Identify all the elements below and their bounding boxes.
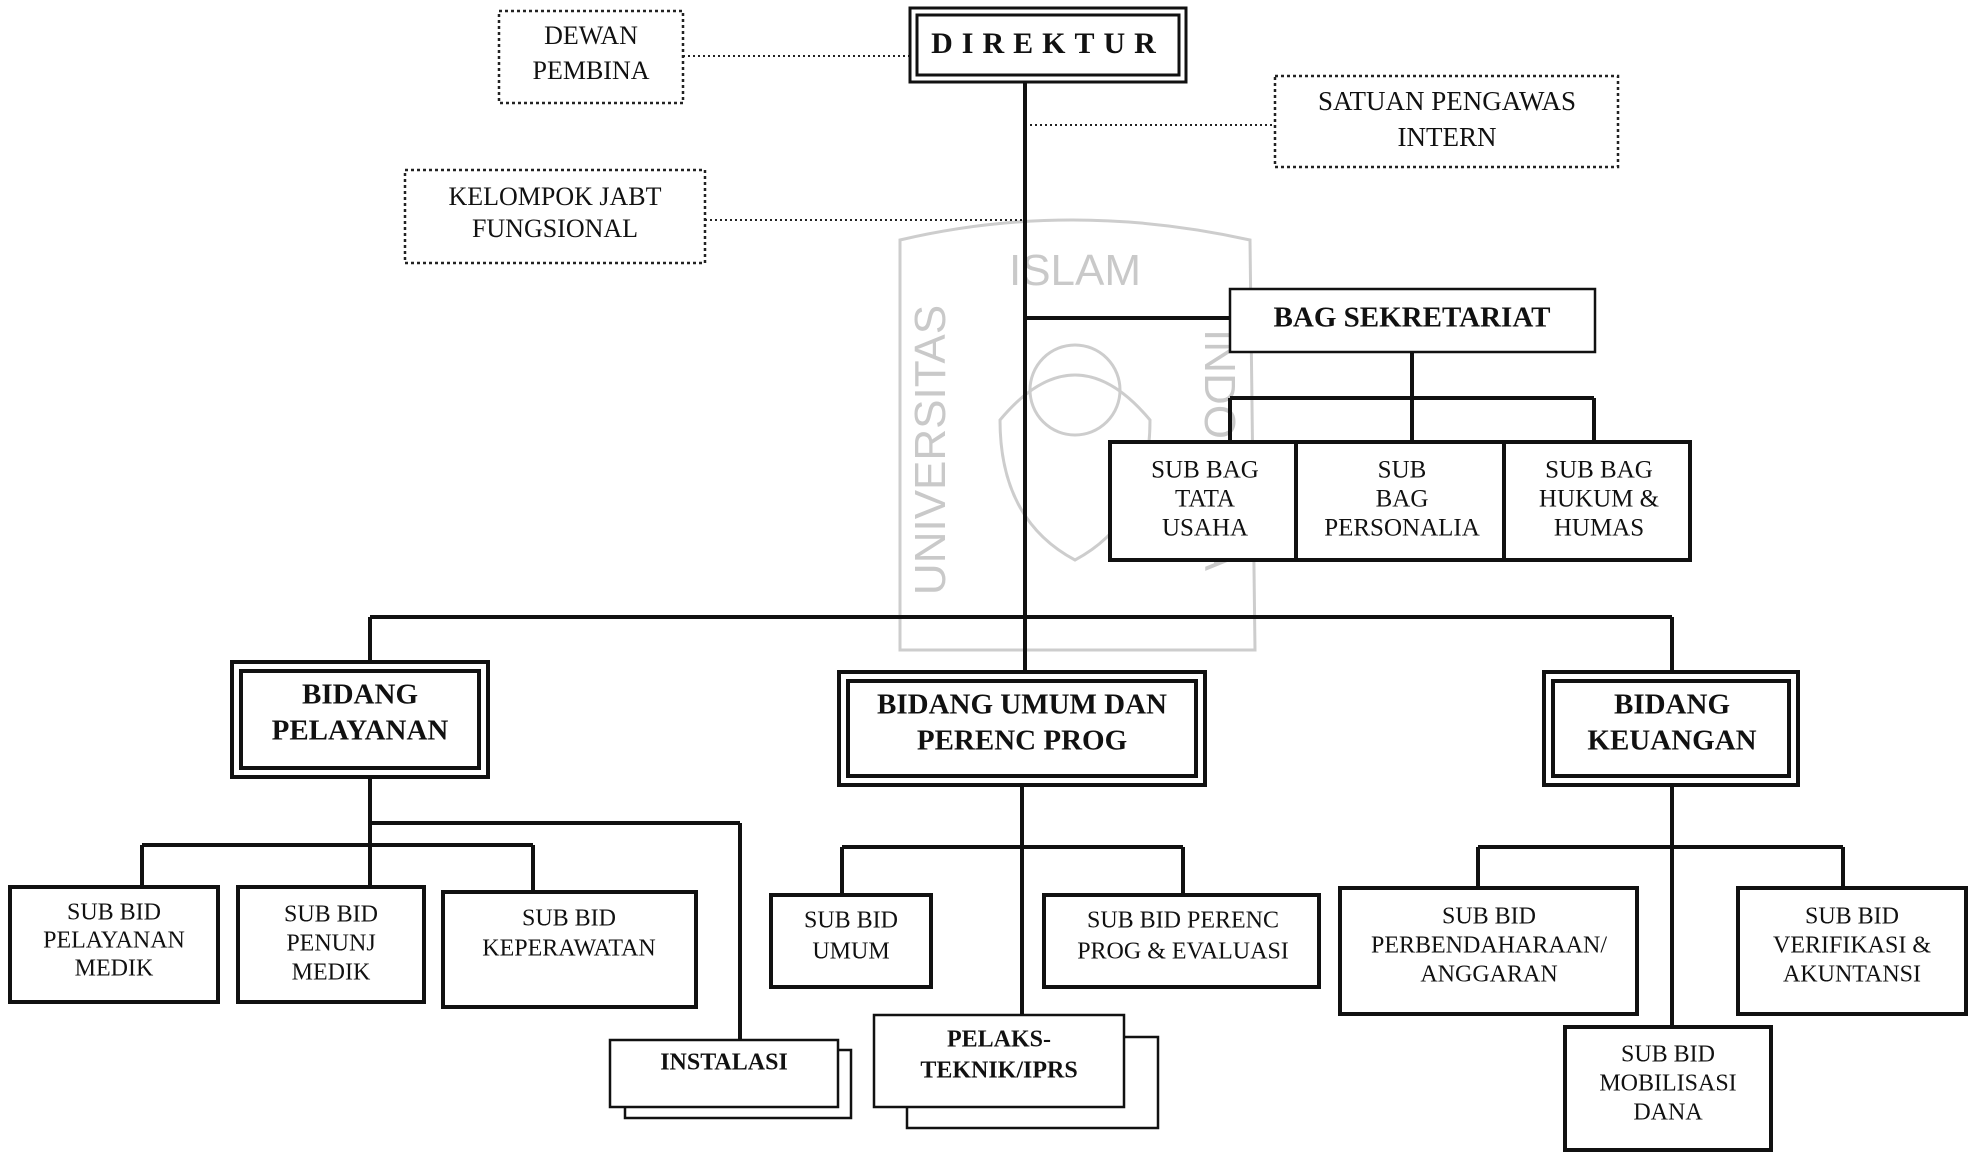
keperawatan-line-2: KEPERAWATAN [482, 936, 655, 962]
node-sub-bid-keperawatan: SUB BID KEPERAWATAN [441, 890, 698, 1009]
verifikasi-line-3: AKUNTANSI [1783, 962, 1921, 988]
tata-usaha-line-3: USAHA [1162, 515, 1248, 542]
perbendaharaan-line-1: SUB BID [1442, 904, 1536, 930]
pelaks-teknik-line-1: PELAKS- [947, 1027, 1051, 1053]
node-sub-bid-perbendaharaan-anggaran: SUB BID PERBENDAHARAAN/ ANGGARAN [1338, 886, 1639, 1016]
bidang-keuangan-line-2: KEUANGAN [1587, 725, 1756, 757]
dewan-pembina-line-2: PEMBINA [532, 56, 649, 85]
watermark-shield-outline [898, 218, 1257, 652]
node-sub-bag-personalia: SUB BAG PERSONALIA [1294, 440, 1506, 562]
personalia-line-3: PERSONALIA [1324, 515, 1480, 542]
node-instalasi: INSTALASI [608, 1038, 853, 1120]
node-sub-bid-perenc-prog-evaluasi: SUB BID PERENC PROG & EVALUASI [1042, 893, 1321, 989]
personalia-line-1: SUB [1378, 457, 1427, 484]
node-sub-bid-penunj-medik: SUB BID PENUNJ MEDIK [236, 885, 426, 1004]
kelompok-jabt-line-2: FUNGSIONAL [472, 214, 638, 243]
bidang-umum-line-1: BIDANG UMUM DAN [877, 689, 1167, 721]
node-bidang-pelayanan: BIDANG PELAYANAN [230, 660, 490, 779]
perbendaharaan-line-2: PERBENDAHARAAN/ [1371, 933, 1607, 959]
verifikasi-line-2: VERIFIKASI & [1773, 933, 1931, 959]
kelompok-jabt-line-1: KELOMPOK JABT [448, 182, 661, 211]
bidang-pelayanan-line-1: BIDANG [302, 679, 418, 711]
penunj-medik-line-3: MEDIK [292, 960, 371, 986]
dewan-pembina-line-1: DEWAN [544, 21, 638, 50]
sub-bid-umum-line-1: SUB BID [804, 908, 898, 934]
verifikasi-line-1: SUB BID [1805, 904, 1899, 930]
node-sub-bag-tata-usaha: SUB BAG TATA USAHA [1108, 440, 1298, 562]
direktur-label: DIREKTUR [931, 27, 1165, 60]
node-satuan-pengawas-intern: SATUAN PENGAWAS INTERN [1273, 74, 1620, 169]
node-bidang-umum-perenc-prog: BIDANG UMUM DAN PERENC PROG [837, 670, 1207, 787]
tata-usaha-line-1: SUB BAG [1151, 457, 1259, 484]
perenc-line-2: PROG & EVALUASI [1077, 939, 1289, 965]
penunj-medik-line-2: PENUNJ [286, 931, 375, 957]
node-sub-bid-verifikasi-akuntansi: SUB BID VERIFIKASI & AKUNTANSI [1736, 886, 1968, 1016]
hierarchy-connectors [140, 80, 1845, 1040]
satuan-pengawas-line-1: SATUAN PENGAWAS [1318, 86, 1576, 116]
mobilisasi-line-1: SUB BID [1621, 1042, 1715, 1068]
watermark-top-text: ISLAM [1009, 246, 1141, 295]
pelayanan-medik-line-2: PELAYANAN [43, 928, 185, 954]
mobilisasi-line-3: DANA [1633, 1100, 1703, 1126]
node-kelompok-jabt-fungsional: KELOMPOK JABT FUNGSIONAL [403, 168, 707, 265]
node-sub-bid-umum: SUB BID UMUM [769, 893, 933, 989]
keperawatan-line-1: SUB BID [522, 906, 616, 932]
tata-usaha-line-2: TATA [1175, 486, 1235, 513]
sub-bid-umum-line-2: UMUM [812, 939, 889, 965]
node-bidang-keuangan: BIDANG KEUANGAN [1542, 670, 1800, 787]
node-pelaks-teknik-iprs: PELAKS- TEKNIK/IPRS [872, 1013, 1160, 1130]
watermark-emblem-circle [1028, 343, 1122, 437]
hukum-humas-line-2: HUKUM & [1539, 486, 1659, 513]
watermark-left-text: UNIVERSITAS [906, 305, 955, 595]
bag-sekretariat-label: BAG SEKRETARIAT [1274, 302, 1551, 334]
satuan-pengawas-line-2: INTERN [1398, 122, 1497, 152]
perenc-line-1: SUB BID PERENC [1087, 908, 1279, 934]
personalia-line-2: BAG [1376, 486, 1429, 513]
pelayanan-medik-line-1: SUB BID [67, 900, 161, 926]
node-direktur: DIREKTUR [908, 6, 1188, 84]
hukum-humas-line-3: HUMAS [1554, 515, 1644, 542]
node-bag-sekretariat: BAG SEKRETARIAT [1228, 287, 1597, 354]
staff-connectors [683, 55, 1275, 221]
bidang-umum-line-2: PERENC PROG [917, 725, 1127, 757]
node-sub-bid-mobilisasi-dana: SUB BID MOBILISASI DANA [1563, 1025, 1773, 1152]
mobilisasi-line-2: MOBILISASI [1599, 1071, 1736, 1097]
pelayanan-medik-line-3: MEDIK [75, 956, 154, 982]
node-sub-bid-pelayanan-medik: SUB BID PELAYANAN MEDIK [8, 885, 220, 1004]
perbendaharaan-line-3: ANGGARAN [1420, 962, 1557, 988]
university-watermark: ISLAM UNIVERSITAS INDONESIA [898, 218, 1257, 652]
hukum-humas-line-1: SUB BAG [1545, 457, 1653, 484]
node-sub-bag-hukum-humas: SUB BAG HUKUM & HUMAS [1502, 440, 1692, 562]
node-dewan-pembina: DEWAN PEMBINA [497, 9, 685, 105]
instalasi-label: INSTALASI [660, 1050, 788, 1076]
pelaks-teknik-line-2: TEKNIK/IPRS [920, 1058, 1077, 1084]
bidang-pelayanan-line-2: PELAYANAN [272, 715, 449, 747]
penunj-medik-line-1: SUB BID [284, 902, 378, 928]
bidang-keuangan-line-1: BIDANG [1614, 689, 1730, 721]
